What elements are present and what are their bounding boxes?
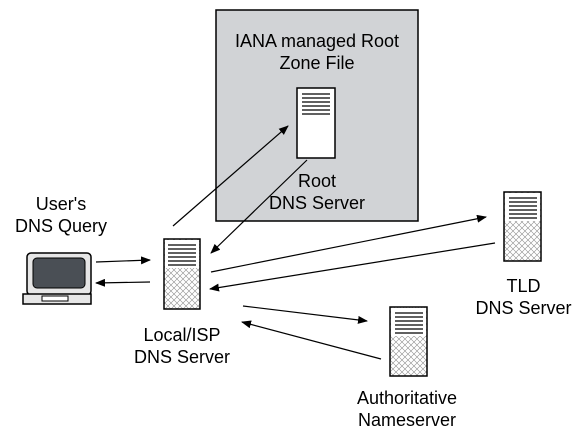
user-label: User's DNS Query	[0, 193, 122, 237]
edge-user-to-local	[95, 256, 151, 265]
tld-server-label-line2: DNS Server	[475, 298, 572, 318]
edge-root-to-local	[210, 159, 308, 254]
root-server-label-line2: DNS Server	[268, 193, 366, 213]
local-server-label-line1: Local/ISP	[143, 325, 221, 345]
user-label-line2: DNS Query	[14, 216, 108, 236]
tld-server-label: TLD DNS Server	[460, 275, 587, 319]
user-label-line1: User's	[35, 194, 87, 214]
authoritative-server-label: Authoritative Nameserver	[337, 387, 477, 431]
local-server-label-line2: DNS Server	[133, 347, 231, 367]
authoritative-server-label-line1: Authoritative	[356, 388, 458, 408]
root-server-label: Root DNS Server	[236, 170, 398, 214]
local-server-label: Local/ISP DNS Server	[112, 324, 252, 368]
root-zone-title-line2: Zone File	[279, 53, 355, 73]
tld-server-label-line1: TLD	[506, 276, 541, 296]
authoritative-server-icon	[389, 306, 428, 377]
edge-local-to-user	[95, 278, 151, 287]
root-zone-title-line1: IANA managed Root	[234, 31, 400, 51]
edge-local-to-root	[172, 125, 289, 227]
edge-local-to-tld	[210, 214, 487, 273]
root-server-label-line1: Root	[297, 171, 337, 191]
edge-authoritative-to-local	[241, 320, 382, 360]
authoritative-server-label-line2: Nameserver	[357, 410, 457, 430]
edge-tld-to-local	[209, 242, 496, 292]
root-zone-title: IANA managed Root Zone File	[216, 30, 418, 74]
computer-icon	[22, 252, 92, 305]
local-isp-server-icon	[163, 238, 201, 310]
root-server-icon	[296, 87, 336, 159]
edge-local-to-authoritative	[242, 305, 368, 324]
tld-server-icon	[503, 191, 542, 262]
